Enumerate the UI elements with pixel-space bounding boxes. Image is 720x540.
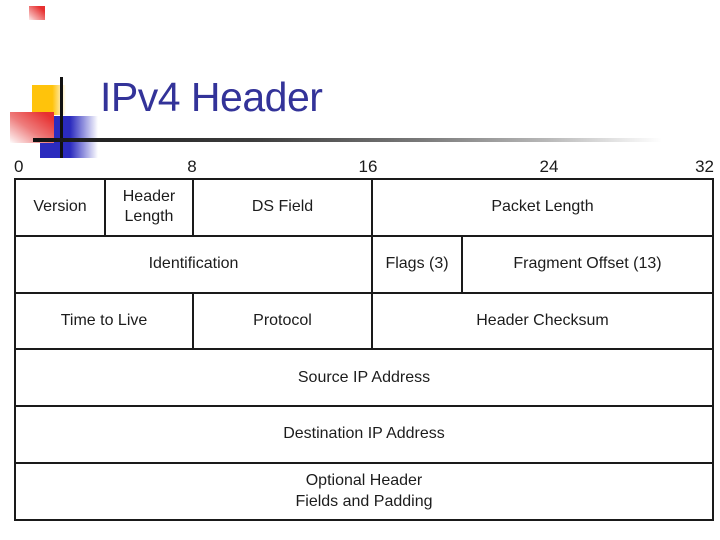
- table-row: Version Header Length DS Field Packet Le…: [16, 180, 712, 237]
- table-row: Identification Flags (3) Fragment Offset…: [16, 236, 712, 294]
- field-destination-ip-address: Destination IP Address: [283, 425, 445, 443]
- slide-title: IPv4 Header: [100, 74, 323, 120]
- bit-ruler-label-32: 32: [695, 157, 714, 176]
- bit-ruler-label-24: 24: [539, 157, 559, 176]
- table-row: Optional Header Fields and Padding: [16, 464, 712, 519]
- field-version: Version: [16, 180, 106, 235]
- field-time-to-live: Time to Live: [16, 293, 194, 349]
- field-fragment-offset: Fragment Offset (13): [513, 254, 662, 272]
- decor-vertical-line: [60, 77, 63, 158]
- field-optional-header-fields: Optional Header Fields and Padding: [295, 471, 433, 510]
- accent-square-red: [10, 112, 54, 143]
- ipv4-header-diagram: Version Header Length DS Field Packet Le…: [14, 178, 714, 521]
- corner-accent-square-red: [29, 6, 45, 20]
- field-source-ip-address: Source IP Address: [297, 368, 431, 386]
- table-row: Time to Live Protocol Header Checksum: [16, 293, 712, 351]
- field-header-checksum: Header Checksum: [476, 311, 609, 329]
- field-packet-length: Packet Length: [491, 198, 594, 216]
- field-flags: Flags (3): [373, 236, 463, 292]
- bit-ruler-label-0: 0: [14, 157, 24, 176]
- title-underline-rule: [33, 138, 662, 142]
- field-header-length: Header Length: [106, 180, 194, 235]
- bit-ruler-label-8: 8: [187, 157, 197, 176]
- field-protocol: Protocol: [194, 293, 373, 349]
- bit-ruler-label-16: 16: [358, 157, 378, 176]
- field-identification: Identification: [16, 236, 373, 292]
- table-row: Source IP Address: [16, 350, 712, 408]
- table-row: Destination IP Address: [16, 407, 712, 465]
- field-ds-field: DS Field: [194, 180, 373, 235]
